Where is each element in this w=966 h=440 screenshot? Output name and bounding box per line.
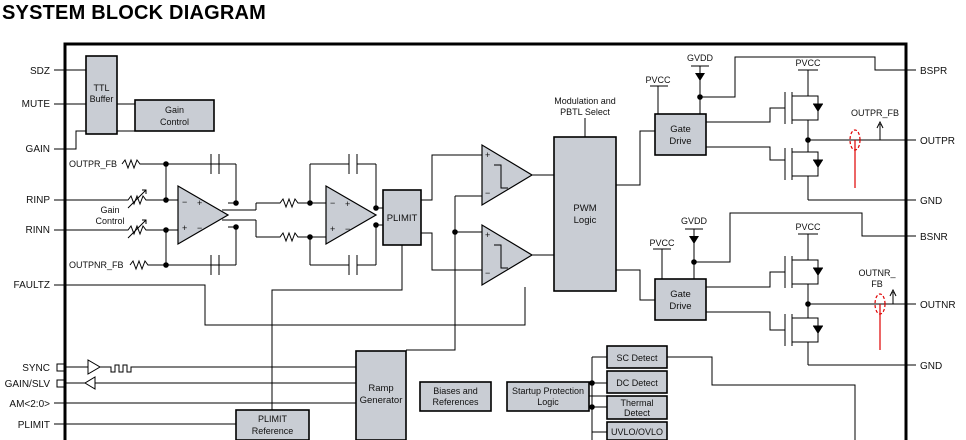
svg-text:Logic: Logic bbox=[574, 215, 597, 226]
thermal-detect-block bbox=[606, 395, 668, 420]
svg-text:Thermal: Thermal bbox=[620, 398, 653, 408]
svg-text:Drive: Drive bbox=[669, 301, 691, 312]
svg-text:Logic: Logic bbox=[537, 397, 559, 407]
svg-text:−: − bbox=[345, 224, 350, 234]
svg-text:UVLO/OVLO: UVLO/OVLO bbox=[611, 427, 663, 437]
pin-bspr: BSPR bbox=[920, 66, 947, 77]
label-outpr-fb-out: OUTPR_FB bbox=[851, 108, 899, 118]
plimit-reference-block: PLIMIT Reference bbox=[235, 409, 310, 440]
svg-text:Gain: Gain bbox=[165, 105, 184, 115]
pin-gnd-bottom: GND bbox=[920, 361, 942, 372]
svg-text:−: − bbox=[182, 197, 187, 207]
gvdd-bottom: GVDD bbox=[681, 216, 708, 226]
left-pins: SDZ MUTE GAIN RINP RINN FAULTZ SYNC GAIN… bbox=[5, 66, 526, 431]
svg-text:Buffer: Buffer bbox=[90, 94, 114, 104]
pvcc-fet-bottom: PVCC bbox=[795, 222, 821, 232]
sync-buffer bbox=[84, 359, 356, 390]
pin-gain: GAIN bbox=[26, 144, 50, 155]
gain-control-block: Gain Control bbox=[134, 99, 215, 132]
uvlo-ovlo-block bbox=[606, 421, 668, 440]
pvcc-gate-bottom: PVCC bbox=[649, 238, 675, 248]
svg-text:Reference: Reference bbox=[252, 426, 294, 436]
svg-text:+: + bbox=[345, 199, 350, 209]
pin-gain-slv: GAIN/SLV bbox=[5, 379, 51, 390]
output-fets-top bbox=[706, 88, 906, 201]
pin-sdz: SDZ bbox=[30, 66, 50, 77]
pin-outpr: OUTPR bbox=[920, 136, 955, 147]
label-outnr-fb-out: OUTNR_ bbox=[858, 268, 896, 278]
plimit-block: PLIMIT bbox=[382, 189, 422, 246]
input-opamp-1 bbox=[177, 184, 230, 246]
svg-text:+: + bbox=[485, 230, 490, 240]
svg-text:PLIMIT: PLIMIT bbox=[387, 213, 418, 224]
right-pins: BSPR OUTPR GND BSNR OUTNR GND bbox=[906, 66, 956, 372]
comparator-top bbox=[481, 143, 534, 207]
modulation-label: Modulation and bbox=[554, 96, 616, 106]
pin-bsnr: BSNR bbox=[920, 232, 948, 243]
input-opamp-2 bbox=[325, 184, 378, 246]
svg-text:Gate: Gate bbox=[670, 289, 691, 300]
label-gain-control-inner: Gain bbox=[100, 205, 119, 215]
svg-text:Detect: Detect bbox=[624, 408, 651, 418]
gain-slv-pin-box bbox=[56, 379, 65, 388]
svg-text:−: − bbox=[330, 198, 335, 208]
svg-text:Drive: Drive bbox=[669, 136, 691, 147]
label-outpr-fb-in: OUTPR_FB bbox=[69, 159, 117, 169]
svg-text:PBTL Select: PBTL Select bbox=[560, 107, 610, 117]
pvcc-gate-top: PVCC bbox=[645, 75, 671, 85]
pin-rinn: RINN bbox=[26, 225, 50, 236]
input-stage: OUTPR_FB OUTPNR_FB Gain Control − + + − … bbox=[65, 154, 383, 275]
biases-references-block: Biases and References bbox=[419, 381, 492, 412]
svg-text:PWM: PWM bbox=[573, 203, 596, 214]
comparator-bottom bbox=[481, 223, 534, 287]
svg-text:Generator: Generator bbox=[360, 395, 403, 406]
pin-rinp: RINP bbox=[26, 195, 50, 206]
svg-text:PLIMIT: PLIMIT bbox=[258, 414, 288, 424]
svg-text:Ramp: Ramp bbox=[368, 383, 393, 394]
svg-text:SC Detect: SC Detect bbox=[616, 353, 658, 363]
svg-text:TTL: TTL bbox=[93, 83, 109, 93]
svg-text:−: − bbox=[485, 268, 490, 278]
svg-text:FB: FB bbox=[871, 279, 883, 289]
svg-text:Biases and: Biases and bbox=[433, 386, 478, 396]
svg-text:+: + bbox=[330, 224, 335, 234]
pin-faultz: FAULTZ bbox=[14, 280, 50, 291]
protection-stack: SC Detect DC Detect Thermal Detect UVLO/… bbox=[589, 345, 856, 440]
gvdd-top: GVDD bbox=[687, 53, 714, 63]
startup-protection-block: Startup Protection Logic bbox=[506, 381, 590, 412]
pin-plimit: PLIMIT bbox=[18, 420, 50, 431]
svg-text:+: + bbox=[485, 150, 490, 160]
pwm-logic-block: PWM Logic bbox=[553, 136, 617, 292]
pin-outnr: OUTNR bbox=[920, 300, 956, 311]
output-fets-bottom bbox=[706, 252, 906, 366]
label-outpnr-fb-in: OUTPNR_FB bbox=[69, 260, 124, 270]
svg-text:+: + bbox=[197, 198, 202, 208]
comparators: + − + − bbox=[406, 143, 554, 351]
pvcc-fet-top: PVCC bbox=[795, 58, 821, 68]
gate-drive-top-block: Gate Drive bbox=[654, 113, 707, 156]
gate-drive-bottom-block: Gate Drive bbox=[654, 278, 707, 321]
svg-text:+: + bbox=[182, 223, 187, 233]
svg-text:Control: Control bbox=[95, 216, 124, 226]
pin-mute: MUTE bbox=[22, 99, 51, 110]
chip-outline bbox=[63, 42, 908, 440]
ttl-buffer-block: TTL Buffer bbox=[85, 55, 118, 135]
pin-am: AM<2:0> bbox=[9, 399, 50, 410]
svg-text:−: − bbox=[485, 188, 490, 198]
svg-text:Control: Control bbox=[160, 117, 189, 127]
svg-text:Startup Protection: Startup Protection bbox=[512, 386, 584, 396]
svg-text:References: References bbox=[432, 397, 479, 407]
page-title: SYSTEM BLOCK DIAGRAM bbox=[2, 2, 266, 24]
ramp-generator-block: Ramp Generator bbox=[355, 350, 407, 440]
svg-text:−: − bbox=[197, 223, 202, 233]
pin-sync: SYNC bbox=[22, 363, 50, 374]
sync-pin-box bbox=[56, 363, 65, 372]
svg-text:DC Detect: DC Detect bbox=[616, 378, 658, 388]
pin-gnd-top: GND bbox=[920, 196, 942, 207]
svg-text:Gate: Gate bbox=[670, 124, 691, 135]
dc-detect-block bbox=[606, 370, 668, 394]
